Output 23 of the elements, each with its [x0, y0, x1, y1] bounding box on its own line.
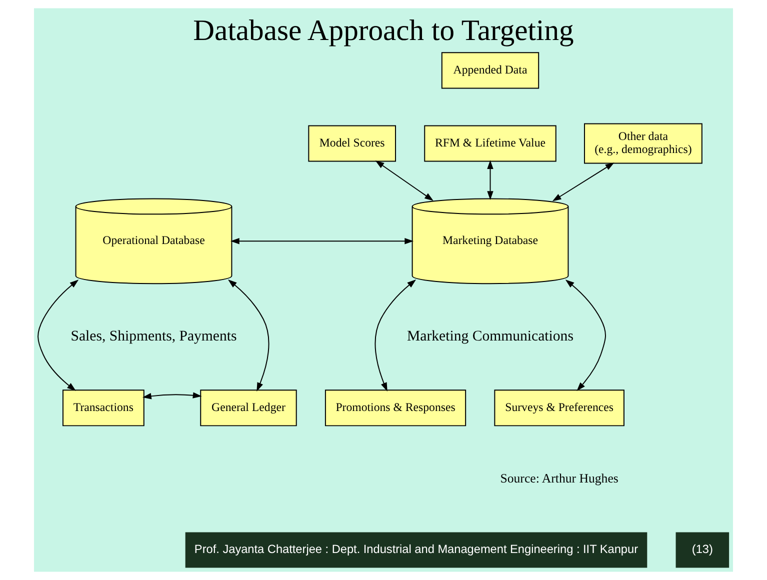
diagram-title: Database Approach to Targeting	[193, 14, 574, 47]
node-label: Sales, Shipments, Payments	[70, 328, 237, 344]
node-box: RFM & Lifetime Value	[424, 125, 556, 162]
node-box: Appended Data	[441, 52, 540, 89]
label: Source: Arthur Hughes	[500, 471, 618, 486]
node-box: Transactions	[62, 390, 144, 426]
arrow	[375, 160, 434, 201]
label: (13)	[692, 542, 713, 556]
node-box: Surveys & Preferences	[494, 390, 624, 426]
node-box: Promotions & Responses	[324, 390, 466, 426]
arrow	[142, 392, 202, 400]
node-box: General Ledger	[200, 390, 297, 426]
arrow	[38, 280, 79, 391]
arrow	[230, 238, 414, 244]
arrow	[228, 279, 270, 392]
arrow	[565, 280, 606, 392]
node-label: Marketing Communications	[407, 328, 574, 344]
arrow	[487, 160, 494, 200]
arrow	[552, 162, 614, 202]
node-box: Other data (e.g., demographics)	[584, 123, 702, 164]
label: Prof. Jayanta Chatterjee : Dept. Industrial and Management Engineering : IIT Kanpur	[194, 542, 638, 556]
node-box: Model Scores	[308, 125, 396, 162]
arrow	[374, 279, 416, 392]
